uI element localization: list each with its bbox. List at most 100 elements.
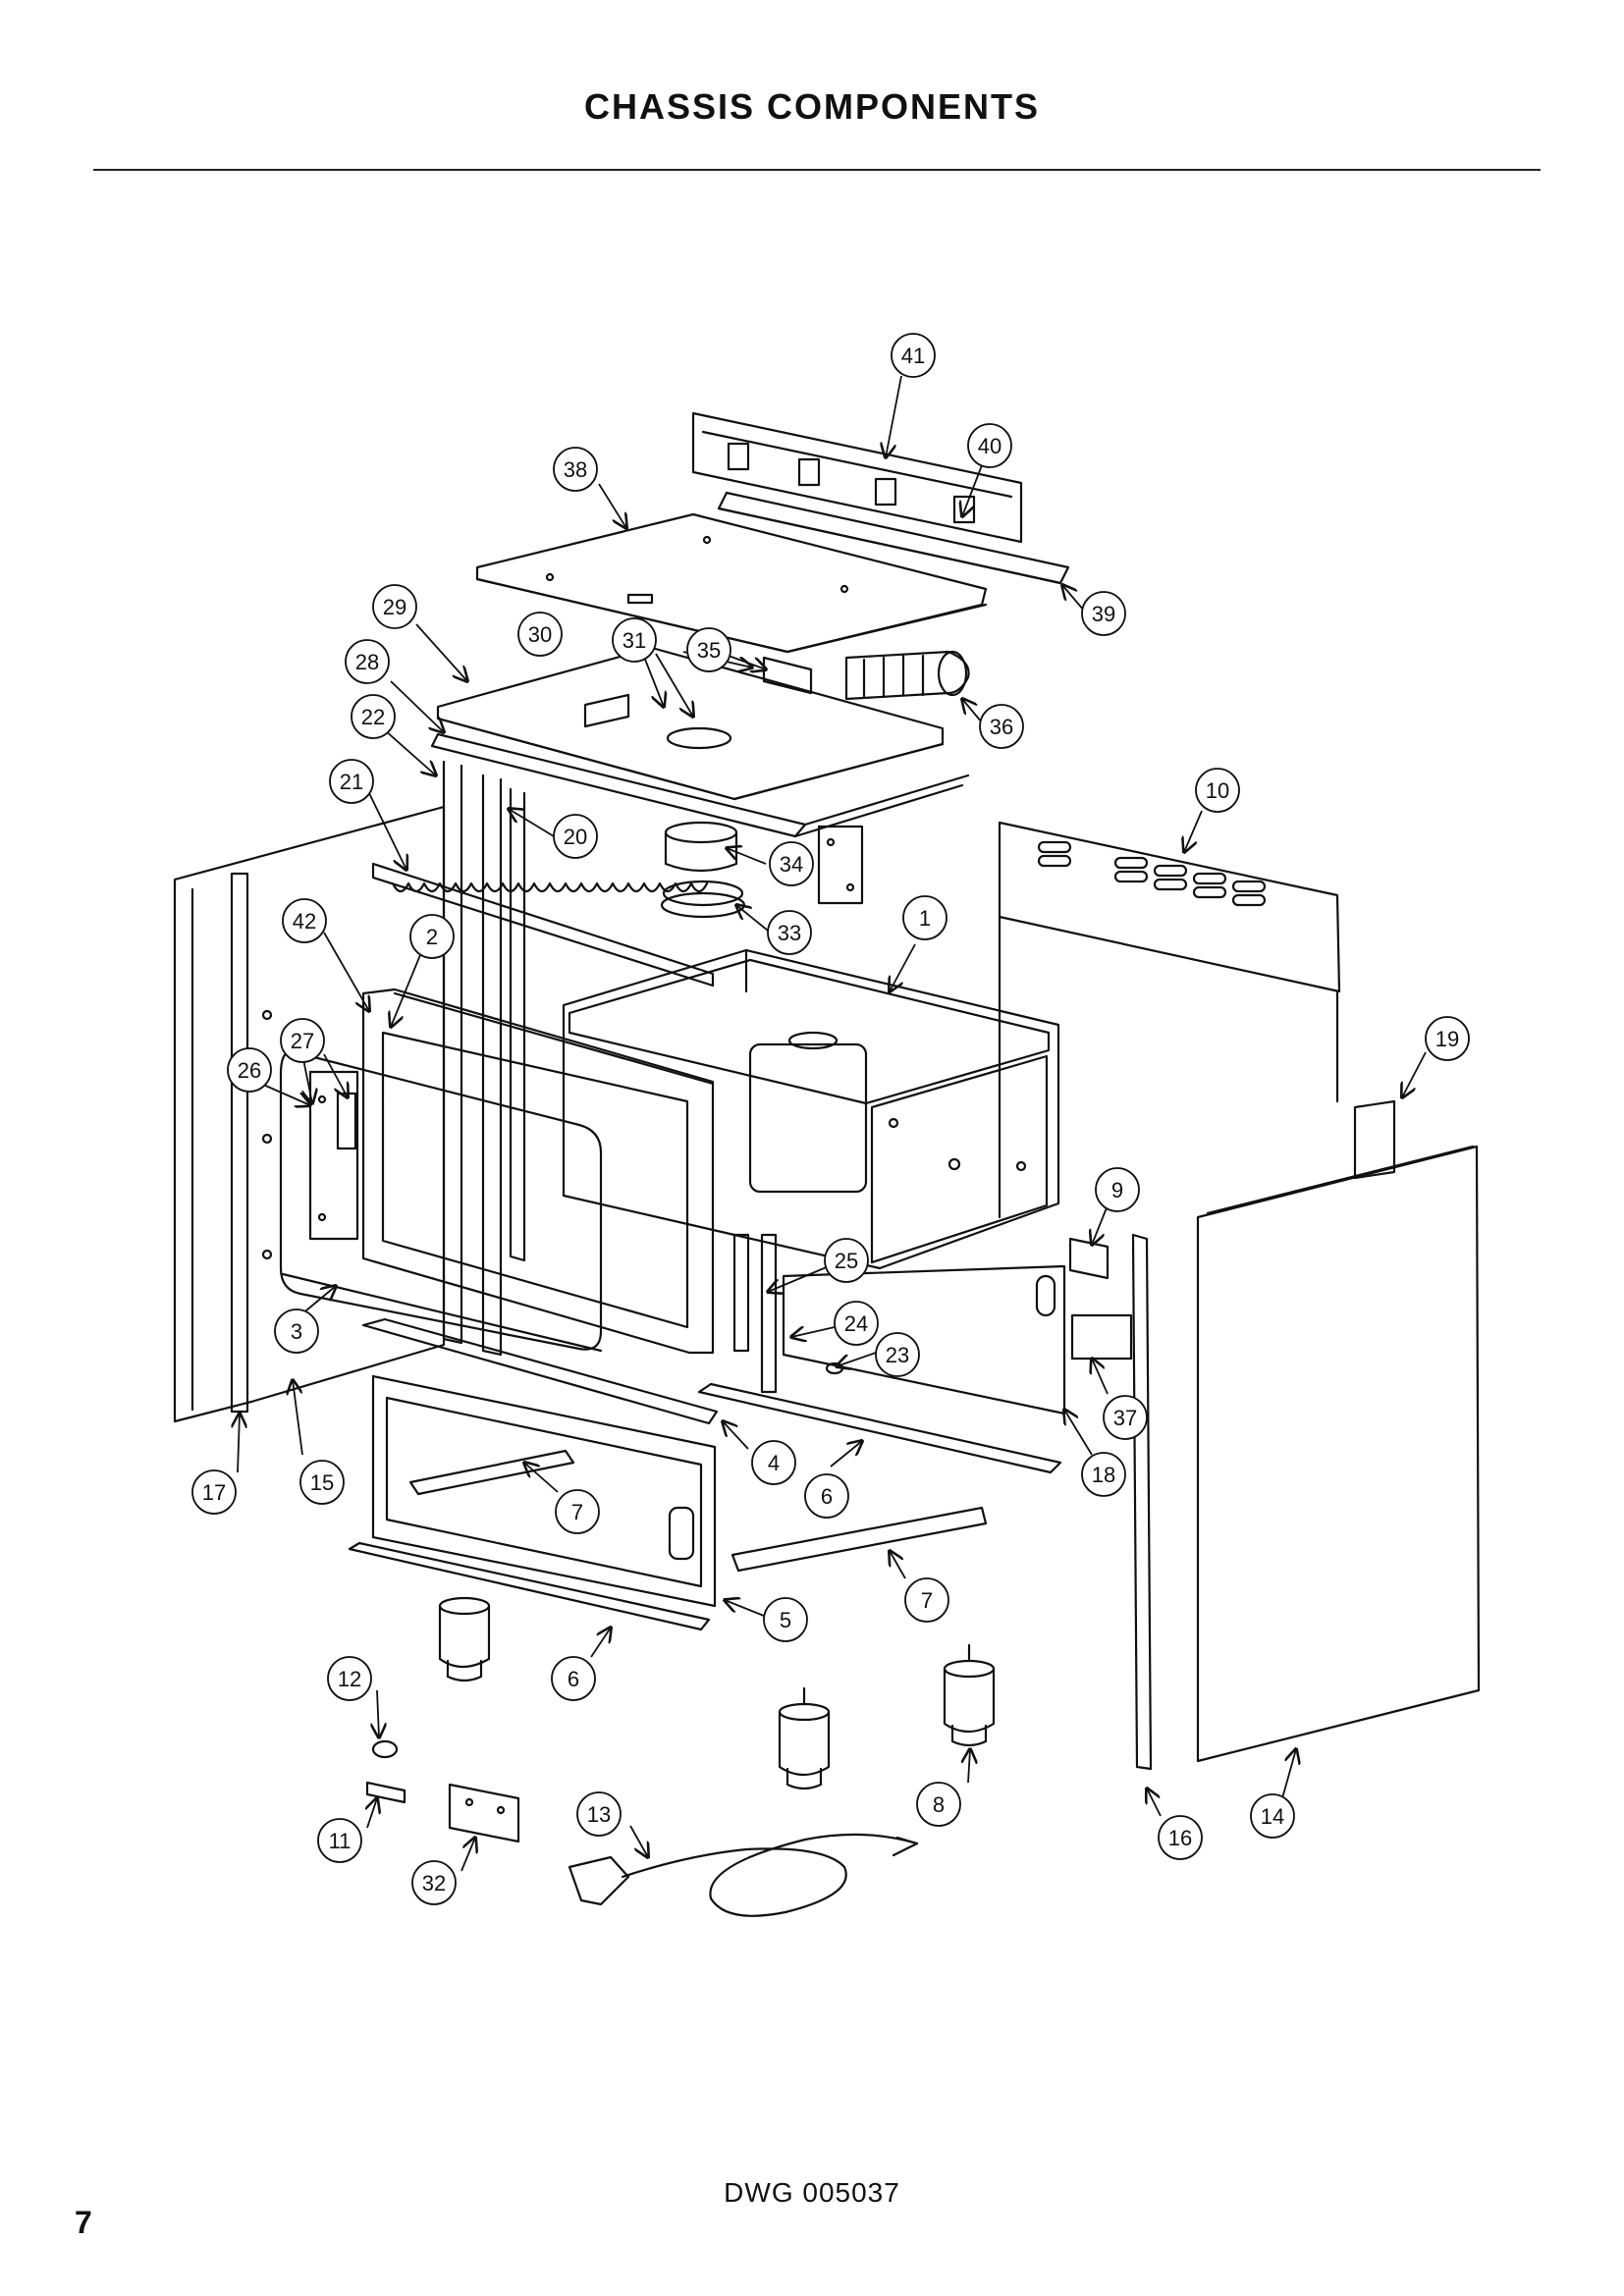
callout-label: 12	[338, 1667, 361, 1691]
callout-32: 32	[411, 1860, 457, 1905]
callout-41: 41	[891, 333, 936, 378]
callout-circle	[553, 814, 598, 859]
callout-label: 14	[1261, 1804, 1284, 1829]
callout-21: 21	[329, 759, 374, 804]
callout-circle	[280, 1018, 325, 1063]
callout-26: 26	[227, 1047, 272, 1093]
callout-label: 8	[933, 1792, 945, 1817]
callout-label: 25	[835, 1249, 858, 1273]
leader-39	[1062, 585, 1085, 612]
callout-circle	[1081, 591, 1126, 636]
leader-30	[641, 651, 664, 707]
callout-16: 16	[1158, 1815, 1203, 1860]
leader-17	[238, 1414, 240, 1473]
callout-label: 4	[768, 1451, 780, 1475]
callout-20: 20	[553, 814, 598, 859]
callout-circle	[804, 1473, 849, 1519]
callout-label: 27	[291, 1029, 314, 1053]
callout-label: 7	[921, 1588, 933, 1613]
cross-brace-7a	[410, 1451, 573, 1494]
leader-15	[293, 1380, 303, 1456]
callout-22: 22	[351, 694, 396, 739]
callout-circle	[751, 1440, 796, 1485]
callout-circle	[553, 447, 598, 492]
callout-label: 22	[361, 705, 385, 729]
callout-circle	[902, 895, 947, 940]
leader-10	[1184, 810, 1203, 852]
callout-label: 41	[901, 344, 925, 368]
front-frame-42	[363, 989, 713, 1353]
callout-33: 33	[767, 910, 812, 955]
callout-circle	[576, 1791, 622, 1837]
page-number: 7	[75, 2205, 92, 2240]
callout-10: 10	[1195, 768, 1240, 813]
left-side-panel-15	[175, 807, 444, 1421]
callout-label: 18	[1092, 1463, 1115, 1487]
leader-19	[1402, 1051, 1427, 1097]
callout-label: 23	[886, 1343, 909, 1367]
callout-label: 10	[1206, 778, 1229, 803]
leader-36	[962, 699, 983, 723]
callout-label: 7	[571, 1500, 583, 1524]
callout-label: 19	[1435, 1027, 1459, 1051]
callout-label: 26	[238, 1058, 261, 1083]
callout-circle	[329, 759, 374, 804]
callout-label: 42	[293, 909, 316, 934]
leader-18	[1064, 1410, 1093, 1456]
callout-label: 33	[778, 921, 801, 945]
callout-label: 9	[1111, 1178, 1123, 1202]
callout-label: 32	[422, 1871, 446, 1896]
leg-8c	[945, 1645, 994, 1745]
callout-circle	[372, 584, 417, 629]
callout-label: 6	[568, 1667, 579, 1691]
leader-35	[728, 655, 766, 669]
callout-36: 36	[979, 704, 1024, 749]
callout-label: 38	[564, 457, 587, 482]
leader-28	[390, 680, 444, 732]
header-divider	[93, 169, 1541, 171]
callout-circle	[409, 914, 455, 959]
callout-circle	[1158, 1815, 1203, 1860]
callout-6a: 6	[551, 1656, 596, 1701]
rear-panel-10	[1000, 823, 1339, 1217]
callout-23: 23	[875, 1332, 920, 1377]
callout-15: 15	[299, 1460, 345, 1505]
callout-19: 19	[1425, 1016, 1470, 1061]
leader-23	[837, 1352, 877, 1366]
callout-31: 31	[612, 617, 657, 663]
lower-front-panel-5	[373, 1376, 715, 1606]
bracket-11	[367, 1783, 405, 1802]
top-cover-panel-38	[477, 514, 986, 652]
callout-circle	[891, 333, 936, 378]
leg-8b	[780, 1688, 829, 1789]
callout-circle	[916, 1782, 961, 1827]
leader-13	[629, 1825, 648, 1857]
callout-label: 5	[780, 1608, 791, 1632]
latch-bracket-26	[310, 1072, 357, 1239]
callout-label: 37	[1113, 1406, 1137, 1430]
callout-39: 39	[1081, 591, 1126, 636]
callout-label: 6	[821, 1484, 833, 1509]
callout-circle	[191, 1469, 237, 1515]
leader-22	[384, 729, 436, 775]
callout-label: 15	[310, 1470, 334, 1495]
leader-3	[299, 1286, 336, 1316]
callout-1: 1	[902, 895, 947, 940]
leader-11	[367, 1798, 377, 1829]
callout-29: 29	[372, 584, 417, 629]
front-lower-rail-4	[363, 1319, 717, 1423]
callout-label: 17	[202, 1480, 226, 1505]
callout-circle	[1081, 1452, 1126, 1497]
callout-circle	[1195, 768, 1240, 813]
callout-40: 40	[967, 423, 1012, 468]
callout-label: 24	[844, 1311, 868, 1336]
callout-circle	[979, 704, 1024, 749]
leader-29	[415, 623, 467, 681]
callout-label: 31	[623, 628, 646, 653]
callout-12: 12	[327, 1656, 372, 1701]
callout-circle	[411, 1860, 457, 1905]
callout-34: 34	[769, 841, 814, 886]
callout-3: 3	[274, 1308, 319, 1354]
leader-26	[260, 1083, 310, 1105]
